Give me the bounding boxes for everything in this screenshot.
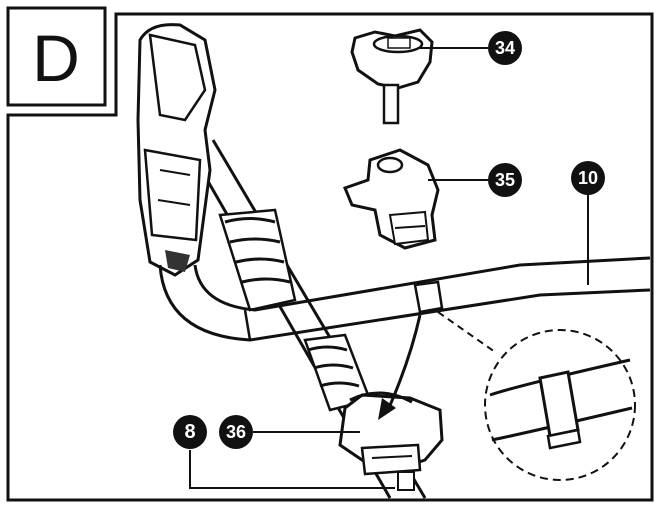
bracket-assembly — [338, 391, 444, 491]
handlebar-tube — [158, 256, 651, 342]
insert-arrow — [378, 314, 422, 420]
callout-36-label: 36 — [226, 422, 246, 442]
callout-35: 35 — [488, 163, 522, 197]
callout-34-label: 34 — [495, 38, 515, 58]
callout-36: 36 — [219, 415, 253, 449]
callout-8-label: 8 — [184, 421, 195, 443]
lower-shaft-grip — [303, 333, 372, 412]
callout-8: 8 — [173, 415, 207, 449]
upper-shaft-grip — [218, 208, 297, 312]
leader-lines — [189, 47, 589, 489]
callout-34: 34 — [488, 31, 522, 65]
diagram-frame — [6, 12, 654, 502]
callout-10: 10 — [571, 161, 605, 195]
step-letter: D — [32, 21, 80, 95]
step-letter-box: D — [6, 6, 107, 107]
handle-housing — [136, 23, 217, 277]
callout-10-label: 10 — [578, 168, 598, 188]
callout-35-label: 35 — [495, 170, 515, 190]
knob-part — [350, 28, 434, 125]
detail-magnifier — [437, 311, 636, 481]
clamp-part — [343, 148, 440, 250]
